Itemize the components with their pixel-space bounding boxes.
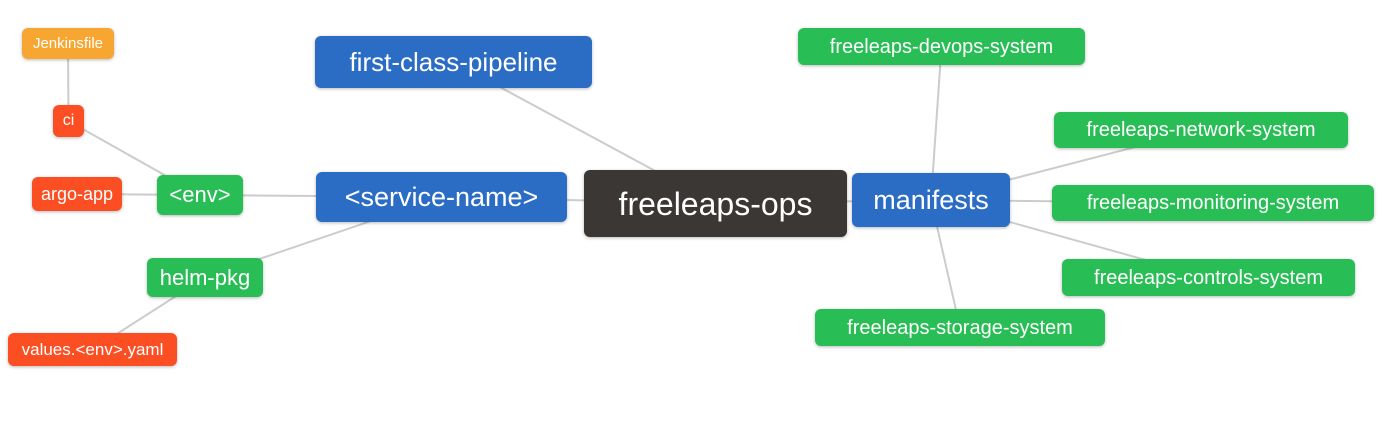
node-jenkinsfile[interactable]: Jenkinsfile: [22, 28, 114, 59]
node-freeleaps-devops-system[interactable]: freeleaps-devops-system: [798, 28, 1085, 65]
node-manifests[interactable]: manifests: [852, 173, 1010, 227]
node-freeleaps-monitoring-system[interactable]: freeleaps-monitoring-system: [1052, 185, 1374, 221]
node-freeleaps-controls-system[interactable]: freeleaps-controls-system: [1062, 259, 1355, 296]
node-freeleaps-storage-system[interactable]: freeleaps-storage-system: [815, 309, 1105, 346]
node-argo-app[interactable]: argo-app: [32, 177, 122, 211]
node-first-class-pipeline[interactable]: first-class-pipeline: [315, 36, 592, 88]
node-service-name[interactable]: <service-name>: [316, 172, 567, 222]
node-freeleaps-ops[interactable]: freeleaps-ops: [584, 170, 847, 237]
node-helm-pkg[interactable]: helm-pkg: [147, 258, 263, 297]
node-env[interactable]: <env>: [157, 175, 243, 215]
node-freeleaps-network-system[interactable]: freeleaps-network-system: [1054, 112, 1348, 148]
node-values-env-yaml[interactable]: values.<env>.yaml: [8, 333, 177, 366]
node-ci[interactable]: ci: [53, 105, 84, 137]
